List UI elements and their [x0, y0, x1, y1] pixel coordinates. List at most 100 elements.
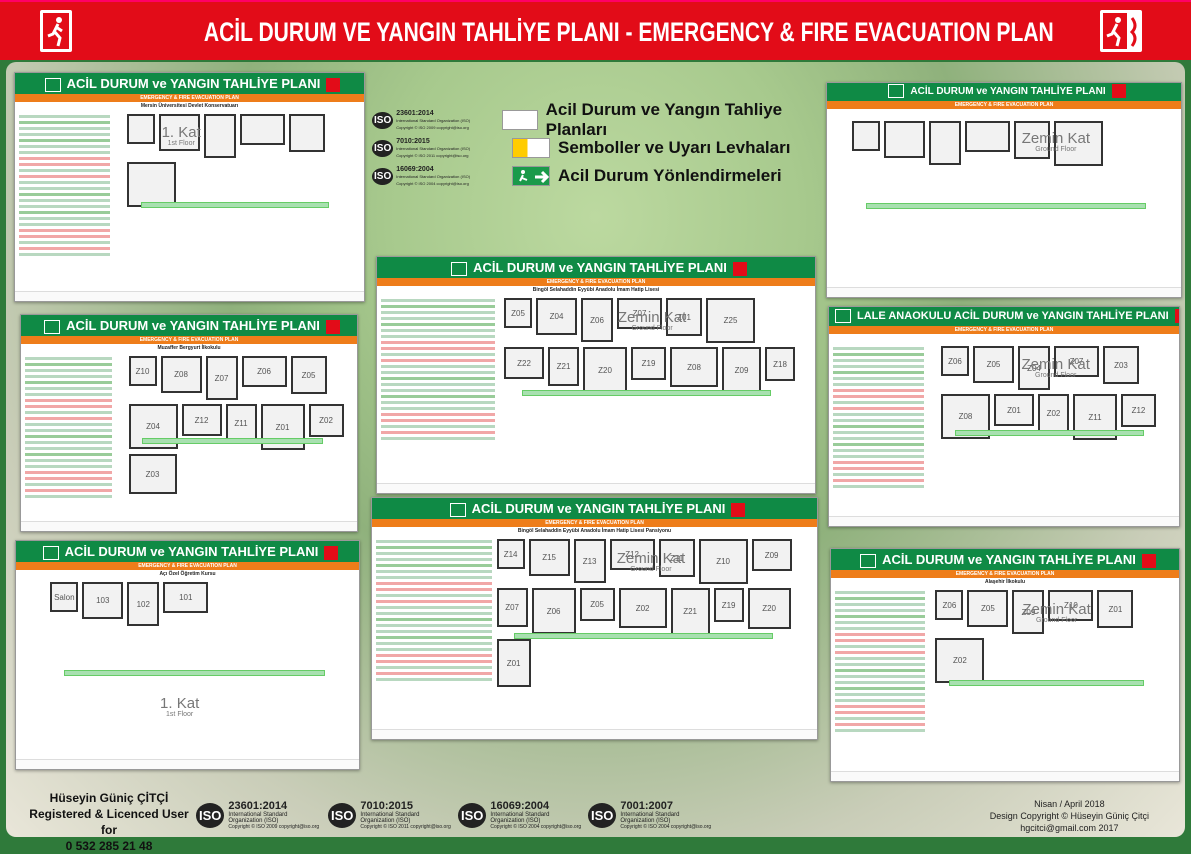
evacuation-plan-panel: ACİL DURUM ve YANGIN TAHLİYE PLANI EMERG…: [376, 256, 816, 494]
building-name: [827, 109, 1181, 117]
iso-logo-icon: ISO: [458, 802, 487, 828]
panel-title: ACİL DURUM ve YANGIN TAHLİYE PLANI: [910, 86, 1106, 97]
evacuation-route: [521, 389, 772, 396]
standard-org: International Standard: [360, 812, 420, 818]
panel-title: ACİL DURUM ve YANGIN TAHLİYE PLANI: [471, 501, 726, 516]
panel-footer: [831, 771, 1179, 781]
evacuation-plan-panel: ACİL DURUM ve YANGIN TAHLİYE PLANI EMERG…: [371, 497, 818, 740]
legend: [835, 588, 926, 767]
warning-sign-icon: [512, 138, 550, 158]
room: Z04: [536, 298, 578, 335]
evacuation-route: [514, 632, 773, 639]
fire-exit-icon: [732, 261, 747, 276]
room: Z06: [941, 346, 969, 376]
panel-header: ACİL DURUM ve YANGIN TAHLİYE PLANI: [827, 83, 1181, 101]
panel-title: ACİL DURUM ve YANGIN TAHLİYE PLANI: [66, 76, 321, 91]
panel-header: LALE ANAOKULU ACİL DURUM ve YANGIN TAHLİ…: [829, 307, 1179, 326]
room: Z07: [617, 298, 663, 329]
panel-footer: [377, 483, 815, 493]
room: Z06: [531, 588, 576, 634]
floor-plan: [126, 114, 350, 287]
room: Z03: [1103, 346, 1139, 384]
panel-header: ACİL DURUM ve YANGIN TAHLİYE PLANI: [377, 257, 815, 278]
room: Z14: [496, 539, 525, 569]
panel-header: ACİL DURUM ve YANGIN TAHLİYE PLANI: [16, 541, 359, 562]
evacuation-route: [955, 430, 1144, 437]
fire-exit-icon: [1100, 10, 1142, 52]
evacuation-plan-panel: ACİL DURUM ve YANGIN TAHLİYE PLANI EMERG…: [830, 548, 1180, 782]
exit-icon: [860, 553, 877, 568]
header-banner: ACİL DURUM VE YANGIN TAHLİYE PLANI - EME…: [0, 0, 1191, 60]
room: Z09: [1012, 590, 1045, 634]
room: Z12: [181, 404, 222, 436]
room: Z07: [496, 588, 528, 627]
room: 102: [127, 582, 160, 626]
exit-icon: [835, 309, 851, 324]
room: Z07: [1054, 346, 1099, 377]
panel-subtitle: EMERGENCY & FIRE EVACUATION PLAN: [16, 562, 359, 570]
page-title: ACİL DURUM VE YANGIN TAHLİYE PLANI - EME…: [203, 17, 1054, 47]
room: Z05: [973, 346, 1014, 383]
room: [126, 162, 176, 207]
building-name: Bingöl Selahaddin Eyyübi Anadolu İmam Ha…: [517, 528, 672, 534]
exit-arrow-sign-icon: [512, 166, 550, 186]
standard-org: Organization (ISO): [360, 818, 411, 824]
evacuation-route: [949, 679, 1145, 686]
standard-copyright: Copyright © ISO 2009 copyright@iso.org: [228, 824, 320, 830]
room: Z06: [581, 298, 614, 342]
room: Z05: [290, 356, 327, 394]
legend: [833, 344, 924, 512]
panel-footer: [372, 729, 817, 739]
iso-logo-icon: ISO: [196, 802, 225, 828]
evacuation-plan-panel: ACİL DURUM ve YANGIN TAHLİYE PLANI EMERG…: [15, 540, 360, 770]
panel-footer: [827, 287, 1181, 297]
room: Z10: [128, 356, 157, 386]
standard-org: Organization (ISO): [620, 818, 671, 824]
fire-exit-icon: [1174, 309, 1179, 324]
room: [964, 121, 1010, 152]
panel-header: ACİL DURUM ve YANGIN TAHLİYE PLANI: [21, 315, 357, 336]
standard-copyright: Copyright © ISO 2004 copyright@iso.org: [620, 824, 712, 830]
panel-subtitle: EMERGENCY & FIRE EVACUATION PLAN: [377, 278, 815, 286]
evacuation-route: [141, 437, 324, 444]
room: [126, 114, 155, 144]
room: [1013, 121, 1050, 159]
room: Z01: [666, 298, 703, 336]
standard-code: 16069:2004: [396, 165, 434, 173]
standard-copyright: Copyright © ISO 2011 copyright@iso.org: [396, 152, 469, 158]
floor-plan: [851, 121, 1167, 283]
exit-icon: [451, 261, 468, 276]
room: Z09: [722, 347, 762, 394]
panel-footer: [16, 759, 359, 769]
room: [851, 121, 880, 151]
standard-caption: Acil Durum ve Yangın Tahliye Planları: [545, 100, 783, 139]
panel-subtitle: EMERGENCY & FIRE EVACUATION PLAN: [831, 570, 1179, 578]
standard-org: International Standard Organization (ISO…: [396, 117, 471, 123]
room: [928, 121, 961, 165]
legend: [19, 112, 110, 287]
standard-org: Organization (ISO): [490, 818, 541, 824]
standard-caption: Semboller ve Uyarı Levhaları: [558, 138, 791, 157]
evacuation-plan-panel: ACİL DURUM ve YANGIN TAHLİYE PLANI EMERG…: [826, 82, 1182, 298]
room: Z03: [128, 454, 177, 494]
evacuation-route: [64, 669, 325, 676]
standard-org: Organization (ISO): [228, 818, 279, 824]
standard-org: International Standard Organization (ISO…: [396, 173, 471, 179]
exit-icon: [44, 77, 61, 92]
standard-org: International Standard: [228, 812, 288, 818]
room: 103: [82, 582, 124, 619]
design-copyright: Design Copyright © Hüseyin Güniç Çitçi: [989, 811, 1149, 821]
room: Z25: [706, 298, 756, 343]
standard-code: 7001:2007: [620, 800, 674, 812]
room: Z20: [747, 588, 791, 629]
iso-logo-icon: ISO: [372, 167, 394, 185]
